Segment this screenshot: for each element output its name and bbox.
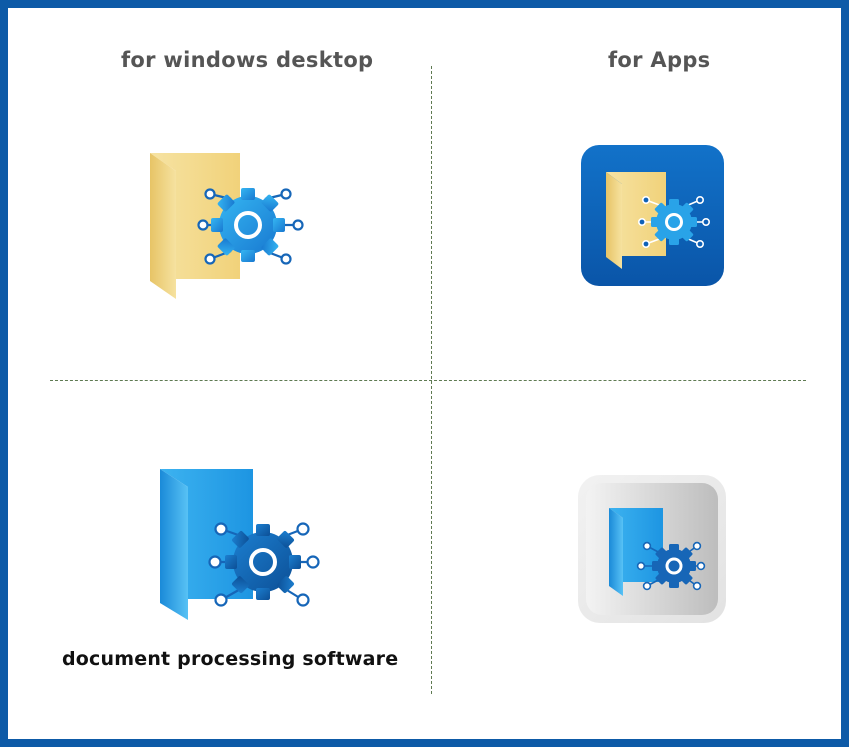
folder-gear-yellow-icon [150, 153, 304, 299]
folder-gear-blue-icon [160, 469, 320, 620]
app-tile-gray-folder-gear-icon [578, 475, 726, 623]
horizontal-divider [50, 380, 806, 381]
app-tile-blue-folder-gear-icon [581, 145, 724, 286]
heading-windows-desktop: for windows desktop [121, 48, 374, 72]
caption-document-processing-software: document processing software [62, 648, 399, 670]
heading-apps: for Apps [608, 48, 711, 72]
